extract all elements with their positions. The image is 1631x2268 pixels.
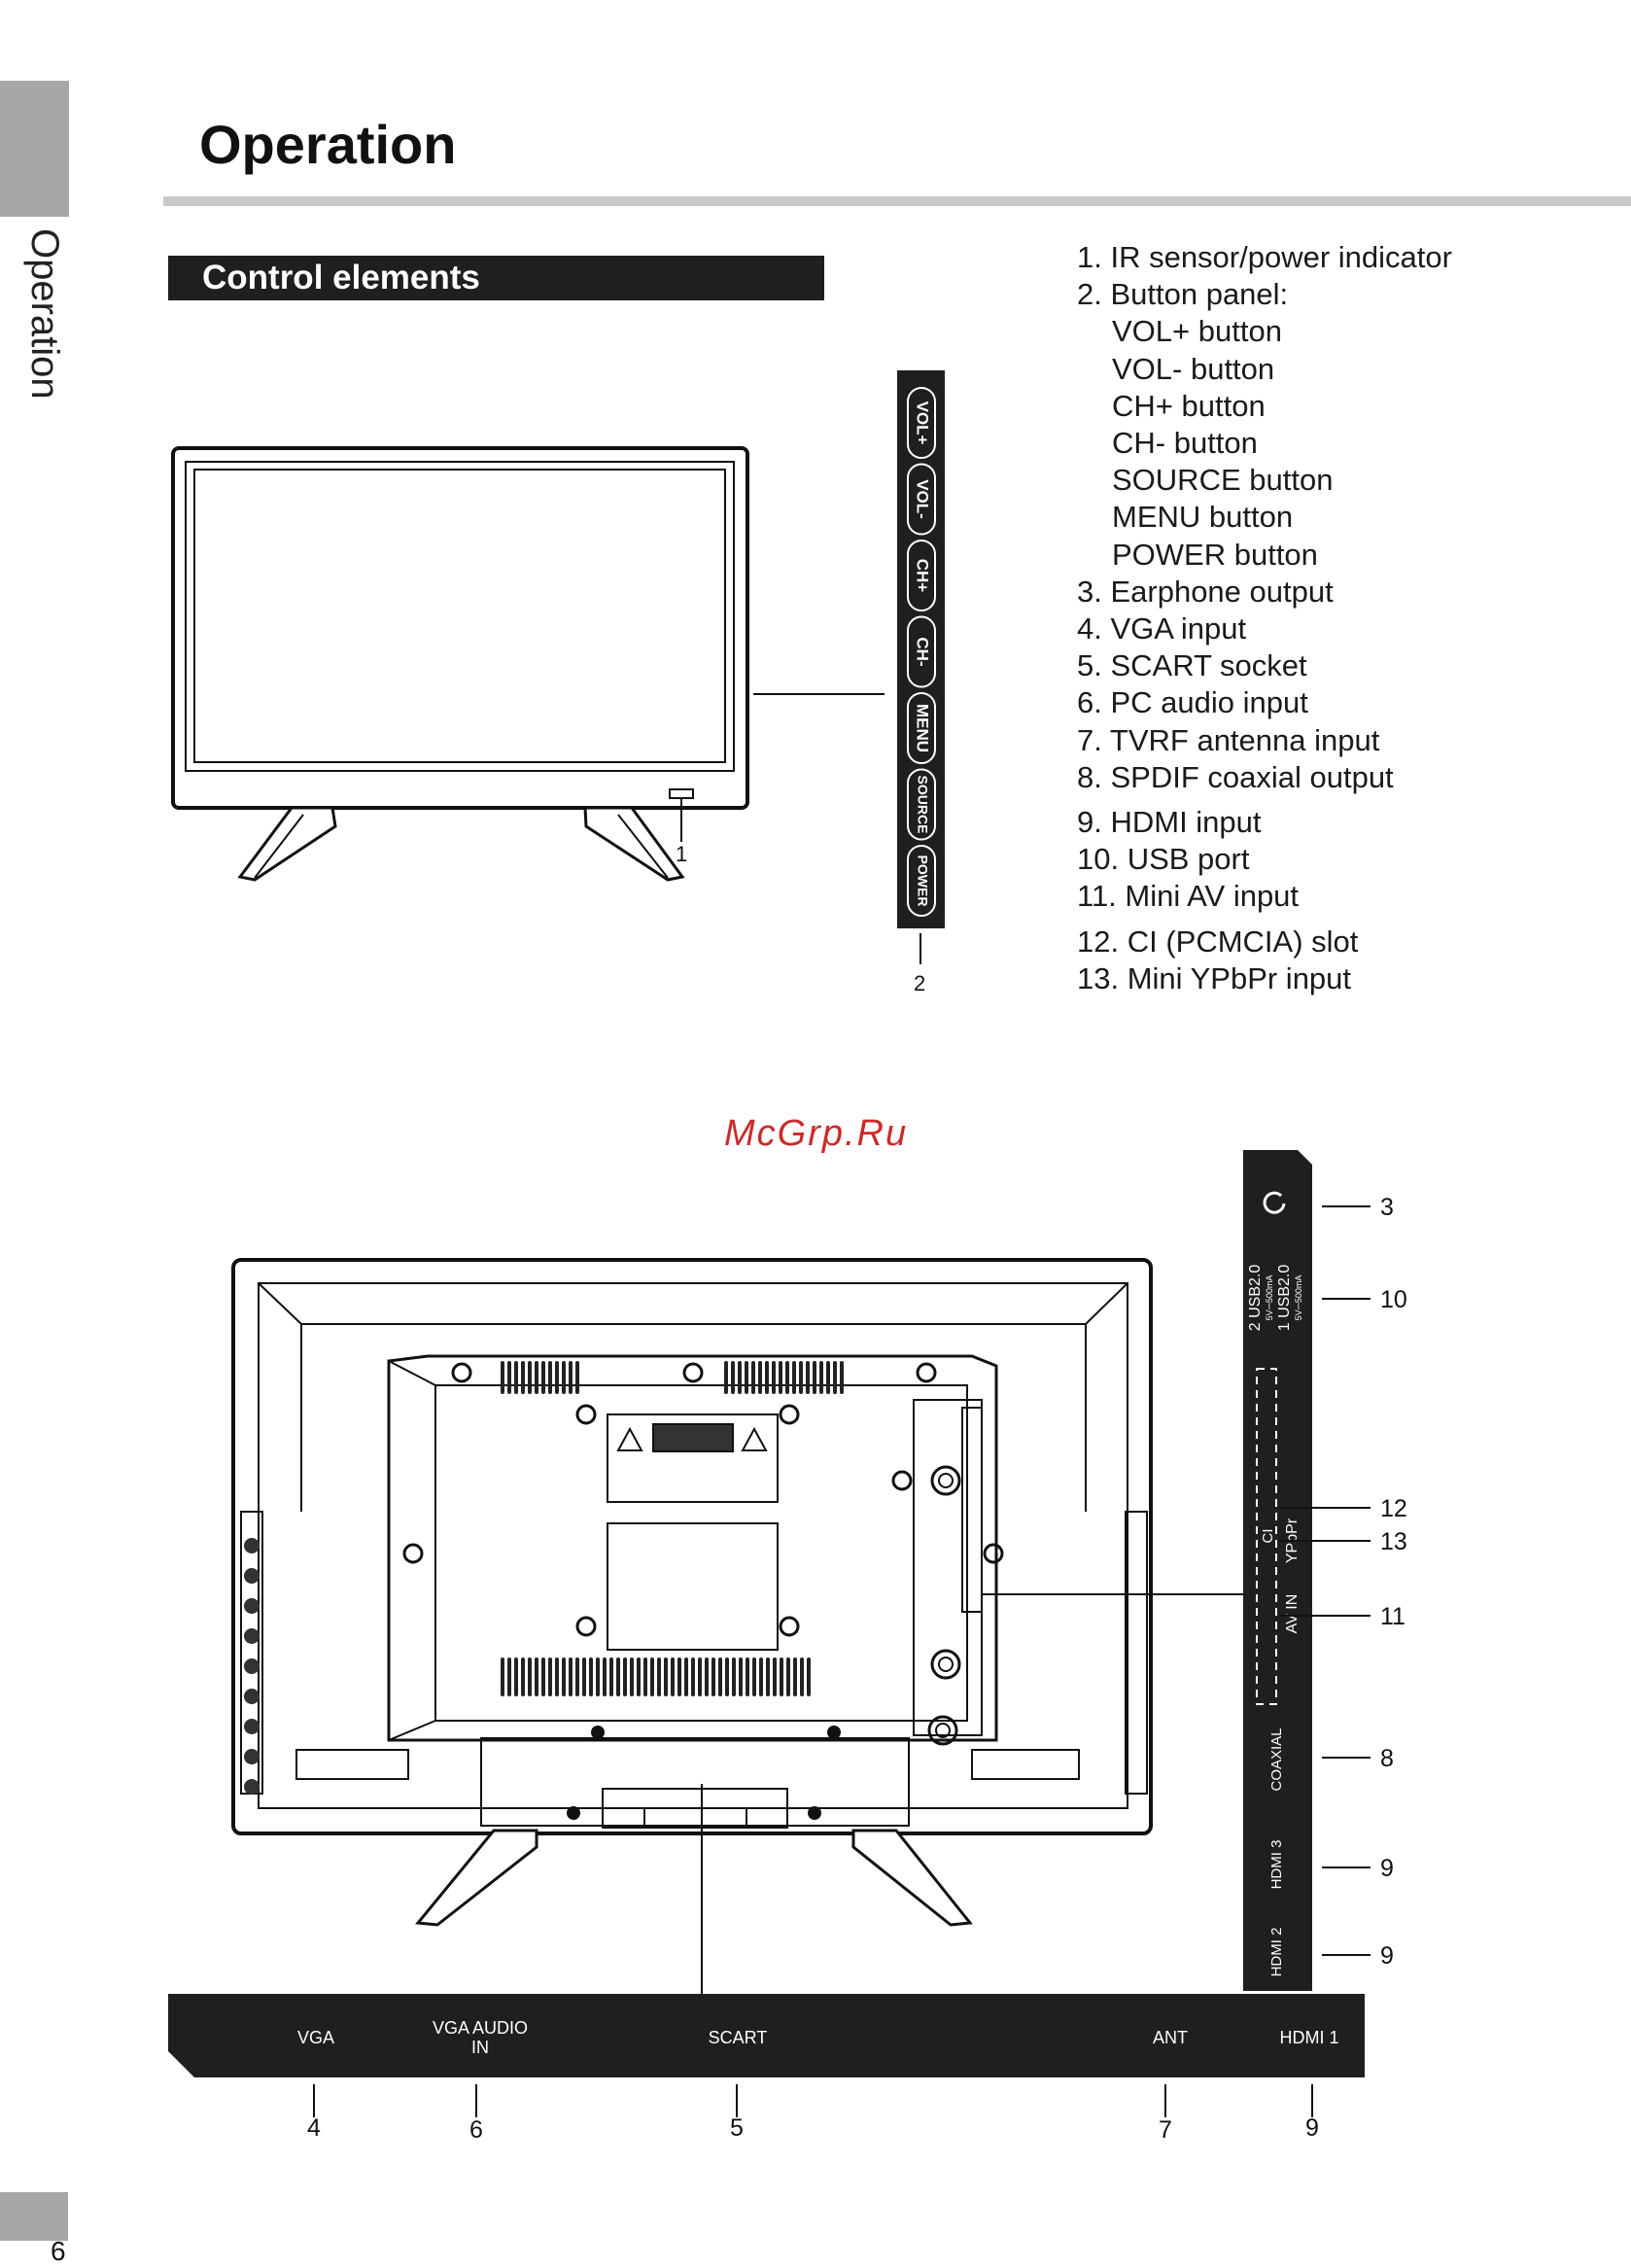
vga-audio-port-label: VGA AUDIO bbox=[433, 2018, 528, 2038]
usb1-spec-label: 5V⎓500mA bbox=[1294, 1275, 1303, 1321]
legend-item: VOL- button bbox=[1112, 351, 1275, 386]
panel-button-vol-minus: VOL- bbox=[907, 463, 936, 536]
panel-button-label: CH+ bbox=[914, 559, 932, 593]
section-title: Control elements bbox=[168, 256, 824, 300]
side-callout-3: 3 bbox=[1380, 1194, 1394, 1221]
legend-item: 3. Earphone output bbox=[1077, 574, 1334, 609]
usb2-port-label: 2 USB2.0 bbox=[1247, 1265, 1264, 1332]
side-callout-8: 8 bbox=[1380, 1745, 1394, 1772]
usb2-spec-label: 5V⎓500mA bbox=[1265, 1275, 1274, 1321]
tv-front-view bbox=[171, 446, 921, 964]
legend-item: 9. HDMI input bbox=[1077, 805, 1262, 840]
page-number: 6 bbox=[51, 2236, 66, 2266]
legend-item: 4. VGA input bbox=[1077, 611, 1247, 646]
legend-item: 13. Mini YPbPr input bbox=[1077, 960, 1352, 995]
legend-item: 7. TVRF antenna input bbox=[1077, 722, 1380, 757]
vga-audio-port-label-2: IN bbox=[471, 2038, 489, 2057]
legend-item: 10. USB port bbox=[1077, 842, 1250, 877]
side-callout-13: 13 bbox=[1380, 1528, 1407, 1555]
panel-button-label: VOL+ bbox=[914, 401, 932, 445]
bottom-callout-9: 9 bbox=[1305, 2114, 1319, 2142]
legend-item: SOURCE button bbox=[1112, 463, 1334, 498]
bottom-port-panel bbox=[168, 1994, 1365, 2077]
callout-1: 1 bbox=[676, 842, 687, 866]
hdmi3-port-label: HDMI 3 bbox=[1268, 1840, 1285, 1890]
side-callout-9: 9 bbox=[1380, 1855, 1394, 1882]
legend-item: 1. IR sensor/power indicator bbox=[1077, 240, 1452, 274]
panel-button-menu: MENU bbox=[907, 692, 936, 764]
panel-button-ch-minusplus: CH+ bbox=[907, 540, 936, 611]
ant-port-label: ANT bbox=[1153, 2028, 1188, 2047]
legend-item: POWER button bbox=[1112, 537, 1318, 572]
side-callout-11: 11 bbox=[1380, 1603, 1405, 1630]
sidebar-tab bbox=[0, 81, 69, 217]
caution-label bbox=[616, 1426, 768, 1451]
ir-sensor bbox=[669, 788, 694, 799]
page-title: Operation bbox=[199, 114, 457, 175]
avin-port-label: AV IN bbox=[1284, 1594, 1301, 1634]
earphone-jack-icon bbox=[1263, 1191, 1286, 1214]
scart-port-label: SCART bbox=[709, 2028, 768, 2047]
legend-item: 8. SPDIF coaxial output bbox=[1077, 759, 1394, 794]
legend-item: 6. PC audio input bbox=[1077, 685, 1308, 720]
panel-button-label: MENU bbox=[914, 704, 932, 752]
rear-details bbox=[244, 1361, 1004, 1820]
panel-button-label: POWER bbox=[915, 855, 930, 907]
vga-port-label: VGA bbox=[297, 2028, 334, 2047]
callout-2: 2 bbox=[914, 971, 925, 995]
legend-item: CH+ button bbox=[1112, 388, 1266, 423]
legend-item: 11. Mini AV input bbox=[1077, 879, 1300, 914]
panel-button-vol-minusplus: VOL+ bbox=[907, 387, 936, 459]
panel-button-power: POWER bbox=[907, 845, 936, 917]
legend-item: CH- button bbox=[1112, 426, 1258, 461]
legend-item: 2. Button panel: bbox=[1077, 277, 1289, 312]
hdmi2-port-label: HDMI 2 bbox=[1268, 1928, 1285, 1977]
panel-button-source: SOURCE bbox=[907, 768, 936, 841]
bottom-callout-7: 7 bbox=[1159, 2116, 1172, 2144]
legend-item: MENU button bbox=[1112, 500, 1294, 535]
page-number-tab bbox=[0, 2192, 68, 2241]
side-port-panel bbox=[1243, 1150, 1312, 1991]
coaxial-port-label: COAXIAL bbox=[1268, 1727, 1285, 1791]
side-callout-10: 10 bbox=[1380, 1286, 1407, 1313]
bottom-callout-4: 4 bbox=[307, 2114, 321, 2142]
panel-button-label: CH- bbox=[914, 637, 932, 666]
legend-item: VOL+ button bbox=[1112, 314, 1282, 349]
ci-slot-label: CI bbox=[1260, 1529, 1276, 1544]
button-panel: VOL+ VOL- CH+ CH- MENU SOURCE POWER bbox=[897, 370, 945, 928]
bottom-callout-6: 6 bbox=[469, 2116, 483, 2144]
panel-button-ch-minus: CH- bbox=[907, 615, 936, 688]
hdmi1-port-label: HDMI 1 bbox=[1279, 2028, 1338, 2047]
side-callout-12: 12 bbox=[1380, 1495, 1407, 1522]
side-callout-9: 9 bbox=[1380, 1942, 1394, 1970]
title-rule bbox=[163, 196, 1631, 206]
panel-button-label: VOL- bbox=[914, 479, 932, 519]
watermark: McGrp.Ru bbox=[724, 1113, 909, 1154]
bottom-callout-5: 5 bbox=[730, 2114, 744, 2142]
tv-rear-view bbox=[231, 1258, 1244, 1994]
usb1-port-label: 1 USB2.0 bbox=[1276, 1265, 1293, 1332]
legend-item: 12. CI (PCMCIA) slot bbox=[1077, 924, 1359, 959]
panel-button-label: SOURCE bbox=[915, 776, 930, 834]
legend-item: 5. SCART socket bbox=[1077, 648, 1307, 683]
